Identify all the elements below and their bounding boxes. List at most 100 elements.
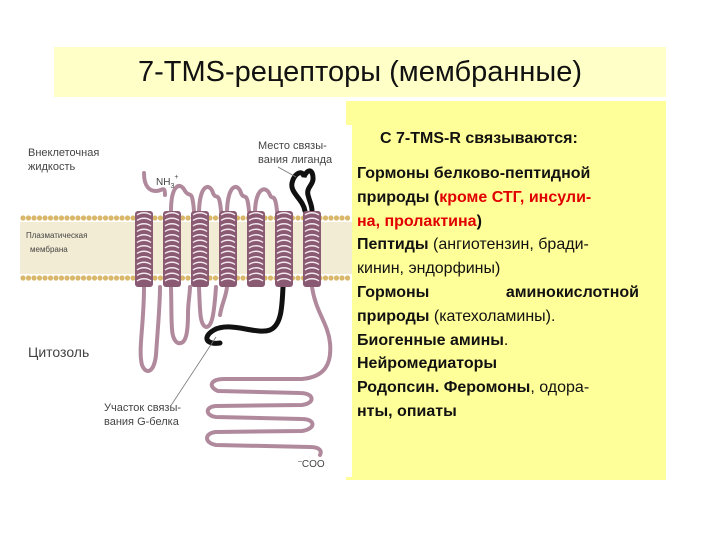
helix-turn	[136, 278, 152, 282]
lipid-head	[91, 215, 98, 221]
diagram-labels: Внеклеточная жидкость Плазматическая мем…	[26, 140, 333, 470]
text-fragment-red: на, пролактина	[357, 212, 477, 230]
helix-turn	[192, 212, 208, 216]
lipid-head	[339, 275, 345, 281]
text-fragment: )	[476, 212, 482, 230]
helix-5	[247, 211, 265, 287]
helix-turn	[164, 245, 180, 249]
helix-turn	[220, 234, 236, 238]
label-ligand-1: Место связы-	[258, 140, 327, 152]
lipid-head	[157, 275, 164, 281]
helix-turn	[164, 217, 180, 222]
lipid-head	[295, 275, 301, 281]
helix-turn	[248, 256, 264, 260]
helix-turn	[304, 223, 320, 227]
text-line-3: на, пролактина)	[357, 210, 663, 234]
nh3-superscript: +	[174, 174, 178, 181]
helix-turn	[164, 278, 180, 282]
label-extracellular-2: жидкость	[28, 161, 76, 173]
text-line-8: Биогенные амины.	[357, 329, 663, 353]
helix-turn	[164, 223, 180, 227]
helix-3	[191, 211, 209, 287]
lipid-head	[47, 215, 54, 221]
lipid-head	[322, 275, 329, 281]
lipid-head	[42, 275, 48, 281]
helix-turn	[164, 261, 180, 266]
lipid-head	[152, 215, 158, 221]
nh3-subscript: 3	[170, 183, 174, 190]
helix-turn	[164, 239, 180, 244]
helix-turn	[192, 234, 208, 238]
text-fragment: .	[503, 331, 509, 349]
helix-turn	[192, 217, 208, 222]
lipid-head	[42, 215, 48, 221]
membrane-bilayer	[20, 215, 352, 281]
helix-turn	[192, 223, 208, 227]
lipid-head	[339, 215, 345, 221]
lipid-head	[86, 215, 92, 221]
helix-turn	[276, 261, 292, 266]
receptor-chain	[138, 168, 333, 457]
lipid-head	[108, 215, 114, 221]
lipid-head	[267, 275, 274, 281]
helix-turn	[220, 256, 236, 260]
intracellular-loops	[138, 285, 229, 373]
c-terminal-tail	[205, 285, 333, 457]
text-fragment: природы	[357, 307, 434, 325]
text-fragment: (ангиотензин, бради-	[433, 236, 589, 254]
helix-turn	[220, 217, 236, 222]
lipid-head	[333, 275, 340, 281]
label-ligand-2: вания лиганда	[258, 154, 333, 166]
helix-turn	[248, 228, 264, 233]
text-line-9: Нейромедиаторы	[357, 355, 498, 373]
lipid-head	[53, 275, 59, 281]
helix-turn	[304, 250, 320, 255]
helix-turn	[136, 267, 152, 271]
helix-turn	[136, 234, 152, 238]
lipid-head	[58, 215, 65, 221]
helix-turn	[304, 261, 320, 266]
coo-text: COO	[302, 459, 325, 470]
lipid-head	[36, 215, 43, 221]
lipid-head	[102, 275, 109, 281]
lipid-head	[328, 215, 334, 221]
lipid-head	[240, 215, 246, 221]
helix-4	[219, 211, 237, 287]
helix-turn	[220, 245, 236, 249]
helix-turn	[276, 228, 292, 233]
lipid-head	[179, 215, 186, 221]
lipid-head	[152, 275, 158, 281]
lipid-head	[119, 275, 125, 281]
helix-turn	[304, 272, 320, 277]
helix-turn	[164, 250, 180, 255]
helix-turn	[248, 261, 264, 266]
helix-turn	[248, 272, 264, 277]
lipid-head	[25, 275, 32, 281]
helix-1	[135, 211, 153, 287]
lipid-head	[75, 215, 81, 221]
helix-turn	[220, 250, 236, 255]
lipid-head	[102, 215, 109, 221]
helix-turn	[220, 223, 236, 227]
text-line-2: природы (кроме СТГ, инсули-	[357, 186, 663, 210]
helix-turn	[304, 217, 320, 222]
text-line-11: нты, опиаты	[357, 402, 457, 420]
helix-turn	[136, 217, 152, 222]
label-membrane-1: Плазматическая	[26, 231, 87, 240]
label-nh3: NH3+	[156, 174, 178, 190]
ligand-pointer-line	[277, 166, 297, 178]
pointer-lines	[169, 166, 297, 408]
text-line-10: Родопсин. Феромоны, одора-	[357, 376, 663, 400]
helix-turn	[136, 245, 152, 249]
text-line-7: природы (катехоламины).	[357, 305, 663, 329]
helix-turn	[276, 223, 292, 227]
lipid-head	[113, 215, 120, 221]
helix-turn	[164, 256, 180, 260]
helix-turn	[248, 223, 264, 227]
helix-turn	[192, 261, 208, 266]
text-line-1: Гормоны белково-пептидной	[357, 165, 591, 182]
helix-turn	[276, 217, 292, 222]
helix-turn	[164, 267, 180, 271]
helix-turn	[136, 228, 152, 233]
helix-turn	[304, 267, 320, 271]
